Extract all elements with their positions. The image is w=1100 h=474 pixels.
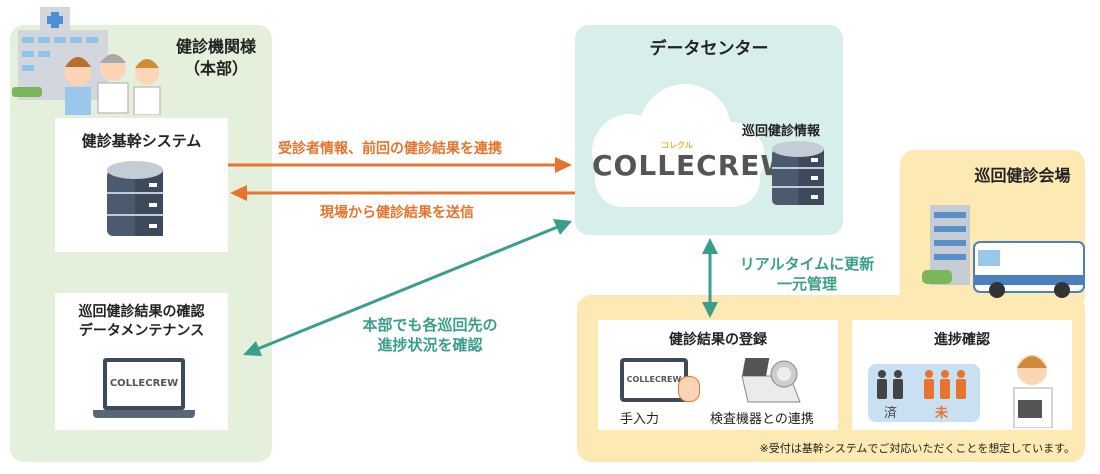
venue-footnote: ※受付は基幹システムでご対応いただくことを想定しています。 <box>759 442 1075 455</box>
hq-title: 健診機関様 （本部） <box>160 36 272 80</box>
label-realtime-line2: 一元管理 <box>776 275 837 293</box>
label-realtime-line1: リアルタイムに更新 <box>739 255 875 273</box>
hand-icon <box>678 376 700 402</box>
maintenance-title-line1: 巡回健診結果の確認 <box>78 304 205 320</box>
arrow-to-datacenter <box>228 157 572 173</box>
progress-done-label: 済 <box>884 406 898 421</box>
hq-title-line2: （本部） <box>183 59 248 78</box>
progress-bubble: 済 未 <box>868 364 980 422</box>
staff-with-tablet-illustration <box>1013 355 1053 428</box>
collecrew-logo: コレクル COLLECREW <box>592 140 793 182</box>
manual-input-label: 手入力 <box>620 412 660 427</box>
registration-box: 健診結果の登録 COLLECREW 手入力 検査機器との連携 <box>598 320 838 430</box>
progress-box: 進捗確認 済 未 <box>852 320 1072 430</box>
people-icons <box>877 370 966 399</box>
laptop-logo: COLLECREW <box>107 362 181 406</box>
cloud-icon <box>592 84 765 207</box>
datacenter-db-label: 巡回健診情報 <box>742 124 821 139</box>
progress-pending-label: 未 <box>935 406 949 421</box>
database-icon <box>107 161 163 236</box>
logo-text: COLLECREW <box>592 149 793 182</box>
label-progress-line1: 本部でも各巡回先の <box>362 316 498 334</box>
maintenance-box: 巡回健診結果の確認 データメンテナンス COLLECREW <box>55 293 228 430</box>
laptop-icon: COLLECREW <box>103 358 185 410</box>
laptop-base <box>93 410 195 418</box>
hospital-staff-illustration <box>12 7 161 115</box>
device-link-label: 検査機器との連携 <box>710 412 814 427</box>
tablet-logo: COLLECREW <box>624 362 684 398</box>
arrow-realtime <box>702 238 718 318</box>
arrow-progress <box>243 219 572 356</box>
core-system-title: 健診基幹システム <box>81 132 202 150</box>
label-to-datacenter: 受診者情報、前回の健診結果を連携 <box>278 141 502 157</box>
registration-title: 健診結果の登録 <box>669 332 767 348</box>
venue-building-bus-illustration <box>922 205 1085 298</box>
tablet-icon: COLLECREW <box>620 358 688 402</box>
venue-title: 巡回健診会場 <box>974 166 1071 185</box>
datacenter-database-icon <box>772 141 824 205</box>
label-progress-line2: 進捗状況を確認 <box>377 336 483 354</box>
arrow-to-hq <box>230 185 575 201</box>
core-system-box: 健診基幹システム <box>55 118 228 252</box>
label-to-hq: 現場から健診結果を送信 <box>320 205 474 221</box>
maintenance-title-line2: データメンテナンス <box>78 323 205 339</box>
datacenter-title: データセンター <box>649 39 769 59</box>
hq-title-line1: 健診機関様 <box>175 37 256 56</box>
progress-title: 進捗確認 <box>934 332 990 348</box>
blood-pressure-device-icon <box>741 358 801 403</box>
logo-kana: コレクル <box>661 141 693 150</box>
